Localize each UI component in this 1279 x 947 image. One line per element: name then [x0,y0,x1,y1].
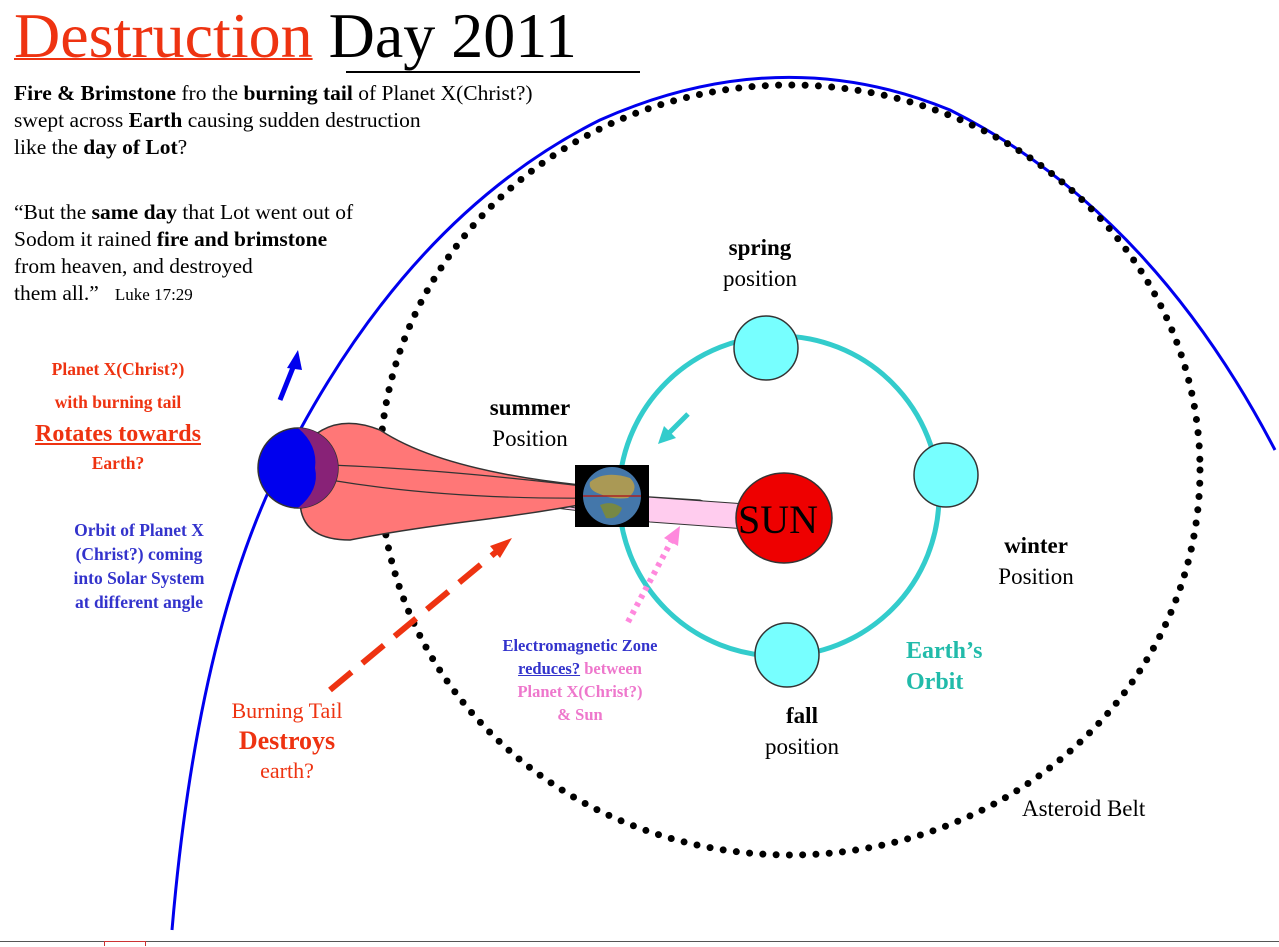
em-zone-line-4: & Sun [557,705,603,724]
summer-label: summer Position [460,392,600,454]
em-zone-line-3: Planet X(Christ?) [517,682,643,701]
rotation-arrow-icon [277,350,302,401]
summer-bold: summer [489,395,571,420]
earth-summer-globe [575,465,649,527]
planet-x-label-1: Planet X(Christ?) [51,359,185,379]
orbit-label-2: (Christ?) coming [75,544,203,564]
quote-text-2: that Lot went out of [177,200,354,224]
quote-text-4: from heaven, and destroyed [14,254,253,278]
earth-orbit-label: Earth’s Orbit [906,636,982,698]
intro-text-6: ? [177,135,188,159]
intro-text-2: of Planet X(Christ?) [352,81,533,105]
sun-circle [735,472,833,564]
burning-tail-line-3: earth? [260,758,314,783]
burning-tail-line-2: Destroys [238,726,336,755]
quote-bold-2: fire and brimstone [156,227,328,251]
quote-text-5: them all.” [14,281,99,305]
orbit-direction-arrow-icon [658,412,690,444]
planet-x-label-3: Rotates towards [35,421,201,447]
intro-bold-3: Earth [128,108,183,132]
em-zone-label: Electromagnetic Zone reduces? between Pl… [474,634,686,726]
winter-bold: winter [1004,533,1068,558]
title-rest: Day 2011 [328,0,577,71]
title-underline [346,71,640,73]
em-zone-line-1: Electromagnetic Zone [502,636,658,655]
fall-label: fall position [732,700,872,762]
bottom-red-box [104,941,146,946]
summer-plain: Position [492,426,568,451]
title-destruction: Destruction [14,0,313,71]
earth-orbit-label-1: Earth’s [906,638,983,664]
intro-text-3: swept across [14,108,129,132]
burning-tail-label: Burning Tail Destroys earth? [212,696,362,786]
quote-text-3: Sodom it rained [14,227,157,251]
intro-bold-1: Fire & Brimstone [14,81,177,105]
earth-spring [733,315,799,381]
page-title: Destruction Day 2011 [14,0,577,74]
quote-bold-1: same day [91,200,178,224]
bottom-divider [0,941,1279,942]
winter-label: winter Position [966,530,1106,592]
planet-x [257,427,339,509]
winter-plain: Position [998,564,1074,589]
earth-winter [913,442,979,508]
intro-text-1: fro the [176,81,244,105]
orbit-label-1: Orbit of Planet X [74,520,204,540]
burning-tail-arrow-icon [328,538,512,693]
intro-text: Fire & Brimstone fro the burning tail of… [14,80,533,161]
spring-bold: spring [728,235,792,260]
spring-plain: position [722,266,798,291]
intro-text-5: like the [14,135,84,159]
scripture-quote: “But the same day that Lot went out of S… [14,199,353,308]
em-zone-reduces: reduces? [518,659,581,678]
quote-reference: Luke 17:29 [114,285,193,304]
orbit-label-3: into Solar System [73,568,205,588]
spring-label: spring position [690,232,830,294]
intro-bold-2: burning tail [243,81,353,105]
earth-orbit-label-2: Orbit [906,669,964,695]
burning-tail-line-1: Burning Tail [231,698,343,723]
planet-x-label-2: with burning tail [54,392,182,412]
quote-text-1: “But the [14,200,92,224]
orbit-label: Orbit of Planet X (Christ?) coming into … [40,518,238,614]
sun-label: SUN [738,497,819,542]
fall-bold: fall [786,703,818,728]
earth-fall [754,622,820,688]
planet-x-label-4: Earth? [91,453,145,473]
planet-x-orbit-curve [170,75,1277,931]
orbit-label-4: at different angle [75,592,203,612]
fall-plain: position [764,734,840,759]
intro-text-4: causing sudden destruction [182,108,421,132]
intro-bold-4: day of Lot [83,135,178,159]
em-zone-between: between [580,659,642,678]
em-zone-arrow-icon [625,526,680,624]
asteroid-belt-label: Asteroid Belt [1022,796,1146,821]
